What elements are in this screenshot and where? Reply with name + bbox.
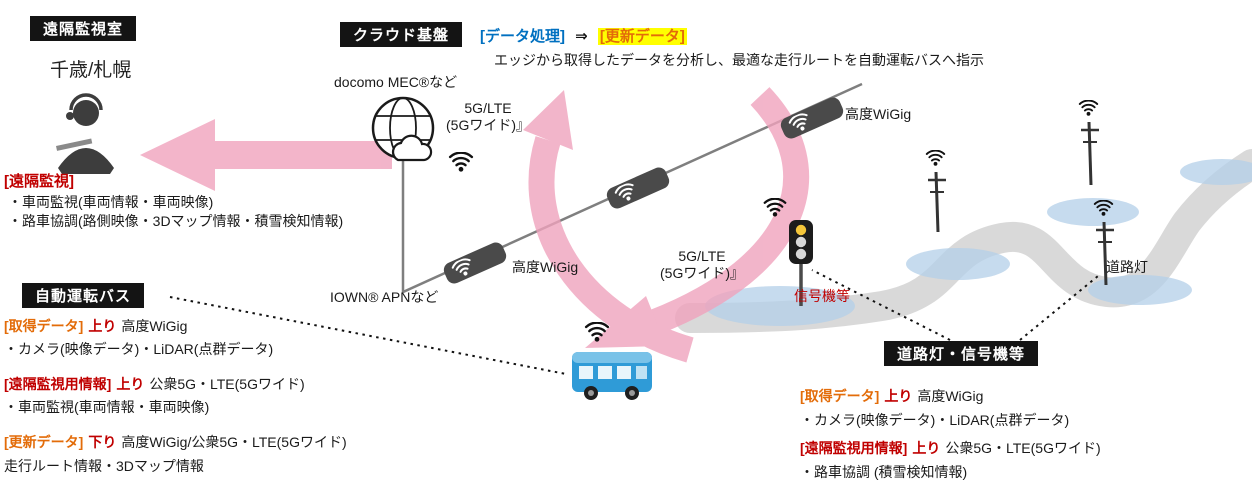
bus-update-tech: 高度WiGig/公衆5G・LTE(5Gワイド): [121, 434, 347, 450]
location-label: 千歳/札幌: [50, 60, 132, 81]
roadside-monitoring-tech: 公衆5G・LTE(5Gワイド): [945, 440, 1101, 456]
coverage-areas: [705, 159, 1252, 326]
remote-monitor-line-1: ・車両監視(車両情報・車両映像): [8, 194, 214, 210]
bus-acquired-tag: [取得データ]: [4, 318, 84, 334]
wifi-icon-streetlight-1: [925, 150, 946, 166]
bus-title: 自動運転バス: [22, 283, 145, 308]
globe-cloud-icon: [371, 96, 435, 162]
data-processing-tag: [データ処理]: [480, 28, 565, 45]
bus-monitoring-dir: 上り: [116, 376, 145, 392]
bus-acquired-dir: 上り: [88, 318, 117, 334]
arrow-to-operator: [140, 119, 392, 191]
cloud-title: クラウド基盤: [340, 22, 463, 47]
update-data-tag: [更新データ]: [597, 28, 687, 45]
bus-icon: [572, 352, 652, 400]
roadside-row-monitoring: [遠隔監視用情報]上り公衆5G・LTE(5Gワイド): [800, 438, 1106, 458]
iown-apn-label: IOWN® APNなど: [330, 289, 439, 305]
signal-label: 信号機等: [794, 288, 850, 304]
roadside-monitoring-dir: 上り: [912, 440, 941, 456]
roadside-monitoring-tag: [遠隔監視用情報]: [800, 440, 908, 456]
bus-monitoring-tag: [遠隔監視用情報]: [4, 376, 112, 392]
bus-acquired-tech: 高度WiGig: [121, 318, 188, 334]
roadside-acquired-dir: 上り: [884, 388, 913, 404]
docomo-mec-label: docomo MEC®など: [334, 74, 458, 90]
bus-acquired-detail: ・カメラ(映像データ)・LiDAR(点群データ): [4, 341, 274, 357]
remote-monitor-title: [遠隔監視]: [4, 173, 74, 190]
wifi-icon-streetlight-2: [1078, 100, 1099, 116]
cloud-tags: [データ処理] ⇒ [更新データ]: [480, 25, 687, 46]
bus-row-update: [更新データ]下り高度WiGig/公衆5G・LTE(5Gワイド): [4, 432, 352, 452]
cloud-description: エッジから取得したデータを分析し、最適な走行ルートを自動運転バスへ指示: [494, 52, 984, 68]
roadside-row-acquired: [取得データ]上り高度WiGig: [800, 386, 988, 406]
implies-arrow: ⇒: [575, 28, 588, 45]
bus-monitoring-detail: ・車両監視(車両情報・車両映像): [4, 399, 210, 415]
bus-row-acquired: [取得データ]上り高度WiGig: [4, 316, 192, 336]
remote-room-title: 遠隔監視室: [30, 16, 137, 41]
roadside-unit-icons: [443, 97, 844, 284]
bus-update-dir: 下り: [88, 434, 117, 450]
operator-icon: [56, 93, 114, 174]
wigig-label-right: 高度WiGig: [845, 106, 912, 122]
roadside-acquired-detail: ・カメラ(映像データ)・LiDAR(点群データ): [800, 412, 1070, 428]
streetlight-label: 道路灯: [1106, 259, 1148, 275]
arrow-up-to-cloud: [528, 136, 694, 363]
bus-update-detail: 走行ルート情報・3Dマップ情報: [4, 458, 204, 474]
bus-monitoring-tech: 公衆5G・LTE(5Gワイド): [149, 376, 305, 392]
lte-label-mid: 5G/LTE (5Gワイド)』: [660, 248, 744, 281]
roadside-monitoring-detail: ・路車協調 (積雪検知情報): [800, 464, 968, 480]
wifi-icon-cloud: [448, 152, 474, 172]
streetlight-icons: [928, 121, 1114, 286]
bus-update-tag: [更新データ]: [4, 434, 84, 450]
roadside-title: 道路灯・信号機等: [884, 341, 1039, 366]
network-backbone: [401, 82, 863, 294]
dotted-connectors: [169, 269, 1099, 375]
cloud-link-label: 5G/LTE (5Gワイド)』: [446, 100, 530, 133]
roadside-acquired-tech: 高度WiGig: [917, 388, 984, 404]
wigig-label-left: 高度WiGig: [512, 259, 579, 275]
bus-row-monitoring: [遠隔監視用情報]上り公衆5G・LTE(5Gワイド): [4, 374, 310, 394]
roadside-acquired-tag: [取得データ]: [800, 388, 880, 404]
remote-monitor-line-2: ・路車協調(路側映像・3Dマップ情報・積雪検知情報): [8, 213, 344, 229]
traffic-signal-icon: [789, 220, 813, 306]
